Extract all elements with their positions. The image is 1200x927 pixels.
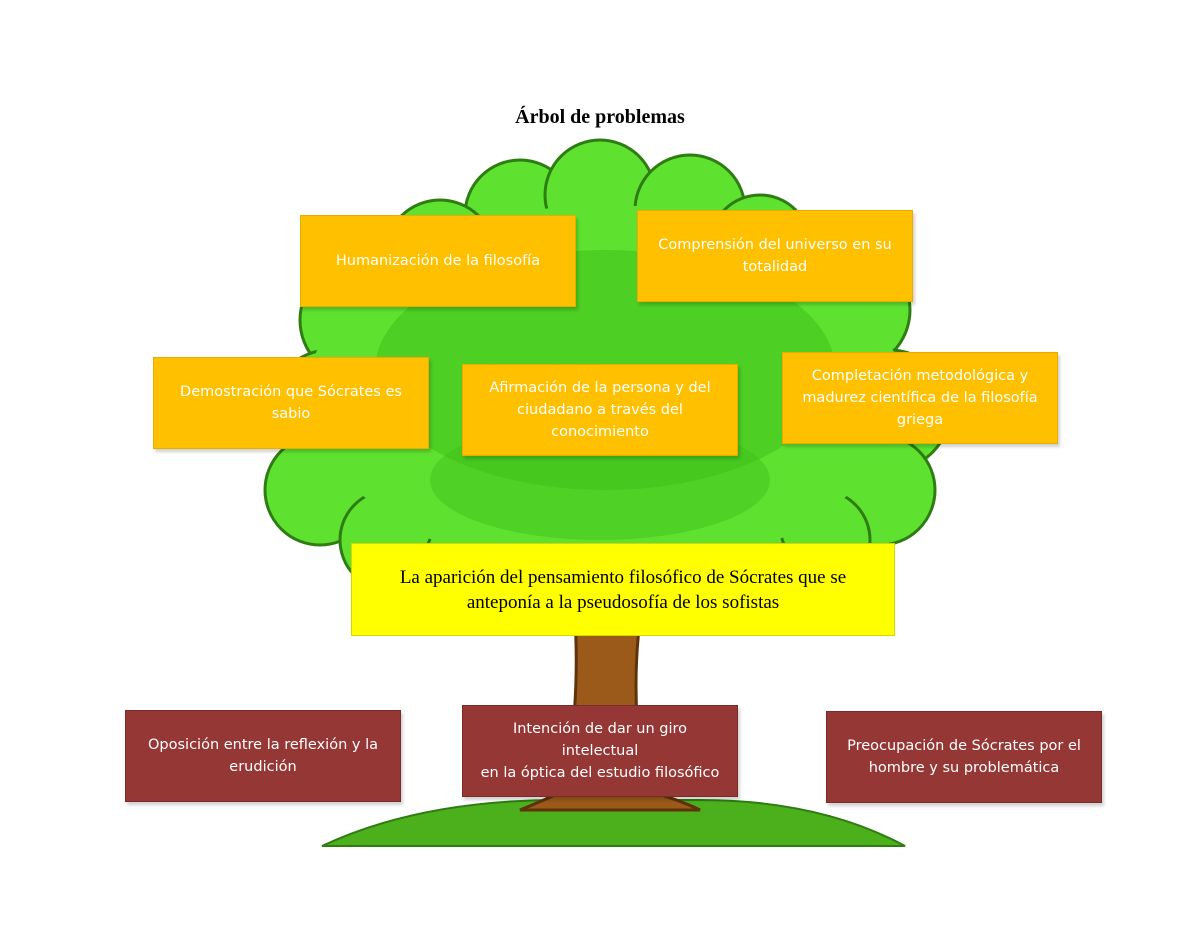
effect-box-comprension: Comprensión del universo en su totalidad [637,210,913,302]
page-title: Árbol de problemas [515,106,685,128]
cause-box-intencion: Intención de dar un giro intelectual en … [462,705,738,797]
effect-box-afirmacion: Afirmación de la persona y del ciudadano… [462,364,738,456]
cause-box-preocupacion: Preocupación de Sócrates por el hombre y… [826,711,1102,803]
effect-box-humanizacion: Humanización de la filosofía [300,215,576,307]
central-problem-box: La aparición del pensamiento filosófico … [351,543,895,636]
effect-box-demostracion: Demostración que Sócrates es sabio [153,357,429,449]
effect-box-completacion: Completación metodológica y madurez cien… [782,352,1058,444]
cause-box-oposicion: Oposición entre la reflexión y la erudic… [125,710,401,802]
